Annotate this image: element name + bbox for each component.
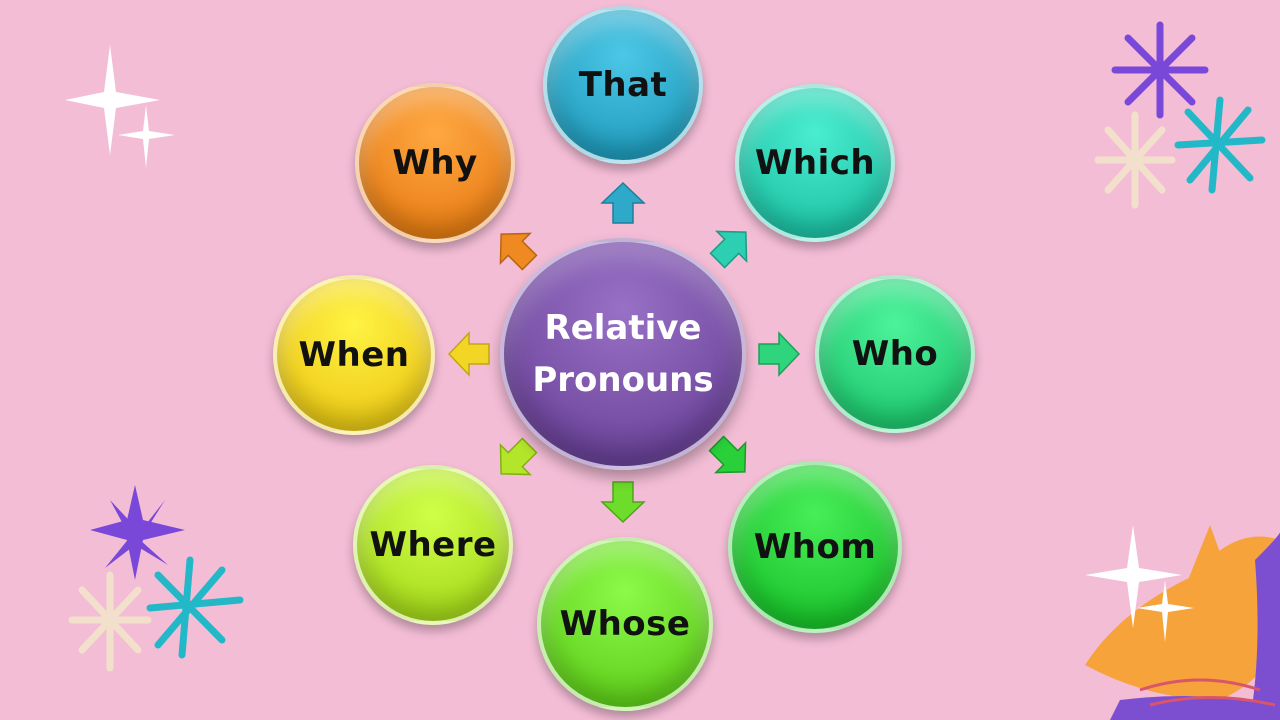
arrow-down-icon [600, 481, 646, 524]
node-label: Where [369, 525, 497, 565]
star-icon [90, 485, 185, 580]
node-label: That [578, 65, 668, 105]
arrow-up-left-icon [499, 232, 538, 271]
arrow-right-icon [758, 331, 801, 377]
node-label: When [298, 335, 410, 375]
center-label-line2: Pronouns [532, 360, 714, 400]
center-node-relative-pronouns[interactable]: Relative Pronouns [500, 238, 746, 470]
arrow-up-right-icon [709, 230, 748, 269]
node-whose[interactable]: Whose [537, 537, 713, 711]
sparkle-icon [1085, 525, 1194, 642]
node-label: Why [392, 143, 478, 183]
center-label-line1: Relative [544, 308, 702, 348]
arrow-left-icon [447, 331, 490, 377]
node-which[interactable]: Which [735, 84, 895, 242]
star-icon [1094, 111, 1176, 209]
node-why[interactable]: Why [355, 83, 515, 243]
arrow-up-icon [600, 181, 646, 224]
sparkle-icon [65, 45, 175, 168]
star-icon [1174, 96, 1266, 194]
star-icon [146, 556, 244, 659]
leaf-icon [1085, 525, 1280, 720]
node-label: Who [851, 334, 939, 374]
node-label: Whose [559, 604, 691, 644]
node-that[interactable]: That [543, 6, 703, 164]
star-icon [68, 571, 152, 672]
node-whom[interactable]: Whom [728, 461, 902, 633]
node-when[interactable]: When [273, 275, 435, 435]
node-who[interactable]: Who [815, 275, 975, 433]
star-icon [1111, 21, 1209, 119]
arrow-down-right-icon [708, 435, 747, 474]
node-where[interactable]: Where [353, 465, 513, 625]
node-label: Which [754, 143, 876, 183]
node-label: Whom [753, 527, 877, 567]
arrow-down-left-icon [499, 437, 538, 476]
